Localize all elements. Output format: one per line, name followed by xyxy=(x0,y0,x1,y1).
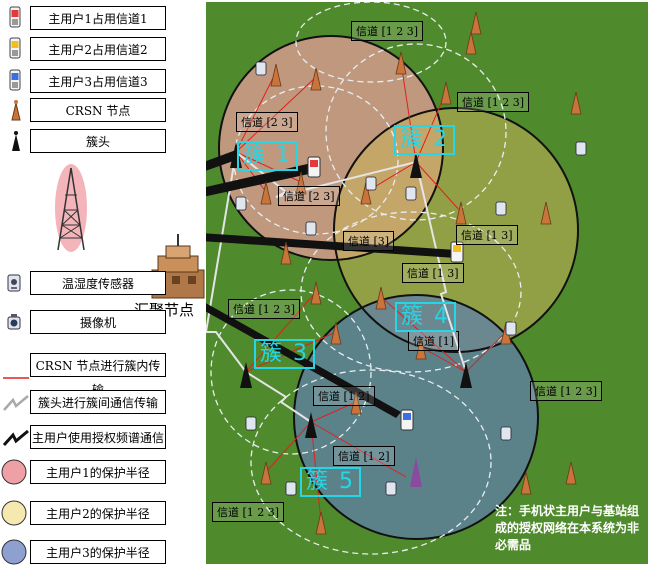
cluster-label-3: 簇 3 xyxy=(254,339,315,369)
intra-links xyxy=(235,61,507,523)
channel-label-c4: 信道 [1] xyxy=(408,331,460,351)
legend-r1: 主用户1的保护半径 xyxy=(1,459,166,485)
cluster-label-4: 簇 4 xyxy=(395,302,456,332)
blue-zone-icon xyxy=(1,539,27,573)
channel-label-center-b: 信道 [1 3] xyxy=(402,263,464,283)
legend-licensed: 主用户使用授权频谱通信 xyxy=(2,425,166,449)
legend-pu1: 主用户1占用信道1 xyxy=(9,6,166,30)
crsn-nodes xyxy=(260,11,582,535)
channel-label-c1-b: 信道 [2 3] xyxy=(278,186,340,206)
channel-label-bottom-left: 信道 [1 2 3] xyxy=(212,502,285,522)
cluster-heads xyxy=(230,142,472,438)
yellow-zone-icon xyxy=(1,500,27,534)
legend-camera: 摄像机 xyxy=(7,310,166,334)
channel-label-mid-right: 信道 [1 3] xyxy=(456,225,518,245)
channel-label-left-mid: 信道 [1 2 3] xyxy=(228,299,301,319)
cluster-label-2: 簇 2 xyxy=(394,125,455,155)
pu-phones xyxy=(307,156,464,431)
legend-inter: 簇头进行簇间通信传输 xyxy=(3,390,166,414)
legend-cluster-head: 簇头 xyxy=(12,129,166,153)
camera-icon xyxy=(7,313,21,339)
temp-sensor-icon xyxy=(7,274,21,300)
zigzag-black-icon xyxy=(2,429,29,455)
legend-crsn-node: CRSN 节点 xyxy=(11,98,166,122)
pink-zone-icon xyxy=(1,459,27,493)
legend-r3: 主用户3的保护半径 xyxy=(1,539,166,565)
cluster-head-icon xyxy=(11,130,21,160)
channel-label-right-mid: 信道 [1 2 3] xyxy=(530,381,603,401)
channel-label-c5: 信道 [1 2] xyxy=(333,446,395,466)
cluster-label-5: 簇 5 xyxy=(300,467,361,497)
channel-label-top: 信道 [1 2 3] xyxy=(351,21,424,41)
legend-intra: CRSN 节点进行簇内传输 xyxy=(3,353,166,397)
legend-r2: 主用户2的保护半径 xyxy=(1,500,166,526)
channel-label-right-top: 信道 [1 2 3] xyxy=(457,92,530,112)
channel-label-center: 信道 [3] xyxy=(343,231,395,251)
phone-yellow-icon xyxy=(9,37,21,67)
zigzag-white-icon xyxy=(3,394,29,420)
note-text: 注：手机状主用户与基站组成的授权网络在本系统为非必需品 xyxy=(495,504,640,552)
network-field xyxy=(206,2,648,564)
legend-pu2: 主用户2占用信道2 xyxy=(9,37,166,61)
channel-label-c3: 信道 [1 2] xyxy=(313,386,375,406)
crsn-node-icon xyxy=(11,99,21,129)
pu3-tower xyxy=(410,457,422,487)
channel-label-c1-a: 信道 [2 3] xyxy=(236,112,298,132)
phone-blue-icon xyxy=(9,69,21,99)
cluster-label-1: 簇 1 xyxy=(237,141,298,171)
legend-pu3: 主用户3占用信道3 xyxy=(9,69,166,93)
red-line-icon xyxy=(3,364,29,388)
sensors xyxy=(235,61,587,496)
legend-temp-sensor: 温湿度传感器 xyxy=(7,271,166,295)
phone-red-icon xyxy=(9,6,21,36)
